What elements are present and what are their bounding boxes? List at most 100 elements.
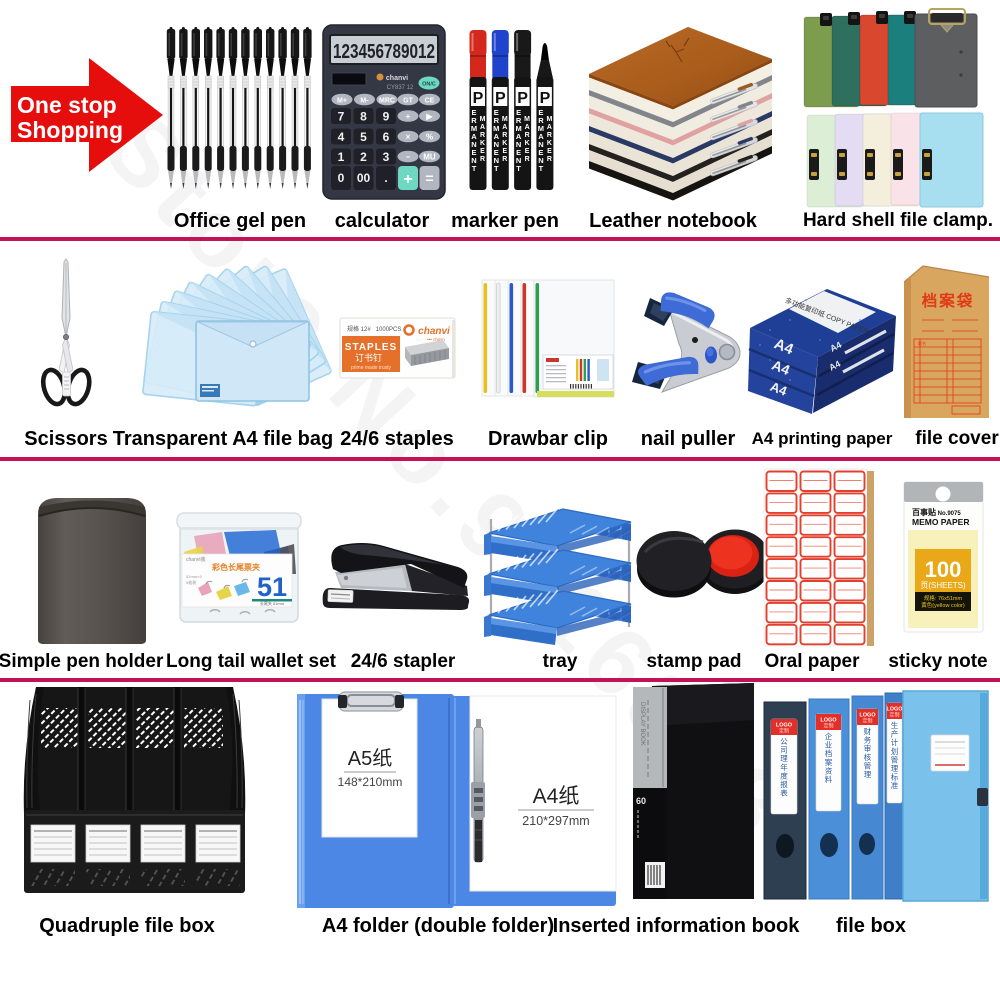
svg-text:P: P — [473, 90, 484, 107]
svg-text:A4纸: A4纸 — [533, 785, 580, 808]
svg-text:表: 表 — [780, 788, 788, 798]
svg-text:财: 财 — [864, 726, 872, 736]
svg-text:prime made trusty: prime made trusty — [351, 365, 392, 371]
svg-text:资: 资 — [825, 765, 833, 775]
svg-text:A: A — [538, 132, 544, 141]
svg-text:N: N — [538, 140, 543, 149]
svg-text:生: 生 — [891, 720, 899, 730]
svg-text:A4: A4 — [827, 359, 842, 373]
svg-text:K: K — [525, 140, 530, 147]
svg-text:企: 企 — [825, 731, 833, 741]
svg-text:A5纸: A5纸 — [348, 747, 392, 770]
svg-text:A: A — [502, 124, 507, 131]
svg-text:K: K — [502, 140, 507, 147]
svg-text:务: 务 — [864, 735, 872, 745]
svg-text:T: T — [494, 164, 499, 173]
svg-text:题名: 题名 — [918, 340, 926, 346]
svg-text:定制: 定制 — [889, 712, 899, 719]
svg-text:E: E — [538, 108, 543, 117]
svg-text:▶: ▶ — [425, 112, 433, 121]
svg-text:51mm×5: 51mm×5 — [186, 574, 202, 579]
svg-text:chanvi装: chanvi装 — [186, 556, 205, 563]
svg-text:M: M — [546, 116, 552, 123]
svg-text:LOGO: LOGO — [859, 713, 876, 719]
svg-text:页(SHEETS): 页(SHEETS) — [920, 581, 966, 590]
svg-text:DISPLAY BOOK: DISPLAY BOOK — [639, 702, 645, 746]
svg-text:5: 5 — [360, 130, 367, 144]
svg-text:A: A — [516, 132, 522, 141]
svg-text:理: 理 — [891, 764, 899, 773]
svg-text:LOGO: LOGO — [776, 723, 793, 729]
svg-text:定制: 定制 — [779, 728, 789, 735]
svg-text:R: R — [525, 156, 530, 163]
svg-text:N: N — [471, 140, 476, 149]
svg-text:档: 档 — [825, 748, 833, 758]
svg-text:148*210mm: 148*210mm — [338, 775, 403, 789]
svg-text:料: 料 — [825, 774, 833, 784]
svg-text:.: . — [384, 171, 387, 185]
svg-text:T: T — [472, 164, 477, 173]
svg-text:210*297mm: 210*297mm — [522, 814, 589, 828]
svg-text:E: E — [480, 148, 485, 155]
svg-text:P: P — [540, 90, 551, 107]
svg-text:规格 12# 1000PCS: 规格 12# 1000PCS — [347, 325, 401, 333]
svg-text:E: E — [471, 148, 476, 157]
svg-text:LOGO: LOGO — [820, 718, 837, 724]
svg-text:4: 4 — [338, 130, 345, 144]
svg-text:7: 7 — [338, 110, 345, 124]
svg-text:M: M — [502, 116, 508, 123]
svg-text:长尾夹 51mm: 长尾夹 51mm — [260, 600, 285, 606]
svg-text:Shopping: Shopping — [17, 117, 123, 143]
svg-text:E: E — [494, 108, 499, 117]
svg-text:定制: 定制 — [823, 723, 833, 730]
svg-text:E: E — [502, 148, 507, 155]
svg-text:%: % — [426, 133, 433, 142]
svg-text:E: E — [538, 148, 543, 157]
svg-text:CY837 12: CY837 12 — [387, 85, 414, 91]
svg-text:A: A — [471, 132, 477, 141]
svg-text:M+: M+ — [337, 98, 347, 105]
svg-text:E: E — [547, 148, 552, 155]
svg-text:A: A — [494, 132, 500, 141]
svg-text:6: 6 — [383, 130, 390, 144]
svg-text:R: R — [502, 156, 507, 163]
svg-text:100: 100 — [925, 557, 962, 582]
svg-text:审: 审 — [864, 743, 872, 753]
svg-text:123456789012: 123456789012 — [333, 41, 435, 63]
svg-text:+: + — [406, 112, 411, 121]
svg-text:标: 标 — [891, 772, 899, 782]
svg-text:A: A — [547, 124, 552, 131]
svg-text:ON/C: ON/C — [422, 82, 436, 88]
svg-text:彩色长尾票夹: 彩色长尾票夹 — [211, 562, 260, 572]
svg-text:9: 9 — [383, 110, 390, 124]
svg-text:R: R — [480, 132, 485, 139]
svg-text:M: M — [524, 116, 530, 123]
svg-text:M: M — [471, 124, 477, 133]
svg-text:=: = — [425, 170, 433, 186]
svg-text:百事贴 No.9075: 百事贴 No.9075 — [912, 507, 961, 517]
svg-text:E: E — [525, 148, 530, 155]
svg-text:M: M — [480, 116, 486, 123]
svg-text:GT: GT — [403, 98, 413, 105]
svg-text:管: 管 — [864, 760, 872, 770]
svg-text:公: 公 — [780, 737, 788, 746]
svg-text:N: N — [516, 140, 521, 149]
svg-text:R: R — [525, 132, 530, 139]
svg-text:R: R — [480, 156, 485, 163]
svg-text:M: M — [515, 124, 521, 133]
svg-text:E: E — [516, 148, 521, 157]
svg-text:R: R — [502, 132, 507, 139]
svg-text:K: K — [547, 140, 552, 147]
svg-text:chanvi: chanvi — [386, 75, 408, 82]
svg-text:8: 8 — [360, 110, 367, 124]
svg-text:MEMO PAPER: MEMO PAPER — [912, 517, 969, 527]
svg-text:N: N — [494, 156, 499, 165]
svg-text:A: A — [525, 124, 530, 131]
svg-text:A4: A4 — [770, 357, 793, 379]
svg-text:划: 划 — [891, 746, 899, 756]
svg-text:5枚装: 5枚装 — [186, 579, 196, 585]
svg-text:P: P — [517, 90, 528, 107]
svg-text:STAPLES: STAPLES — [345, 342, 397, 353]
svg-text:••• chipin: ••• chipin — [427, 337, 445, 342]
svg-text:K: K — [480, 140, 485, 147]
